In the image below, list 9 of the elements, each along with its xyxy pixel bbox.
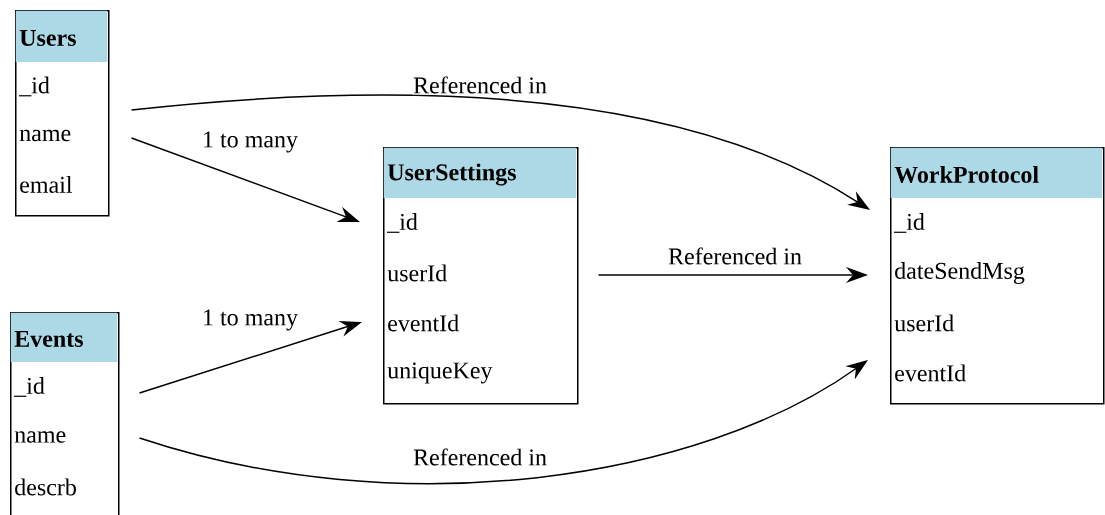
edge-label: Referenced in bbox=[667, 246, 803, 266]
table-box: Events _id name descrb bbox=[10, 312, 120, 515]
edge-label: 1 to many bbox=[201, 308, 299, 332]
edge-label: Referenced in bbox=[412, 447, 548, 467]
table-box: WorkProtocol _id dateSendMsg userId eventId bbox=[890, 147, 1105, 405]
edge-label: Referenced in bbox=[412, 75, 548, 95]
edge-label: 1 to many bbox=[201, 130, 299, 154]
table-box: UserSettings _id userId eventId uniqueKey bbox=[383, 147, 579, 405]
table-box: Users _id name email bbox=[15, 10, 110, 217]
